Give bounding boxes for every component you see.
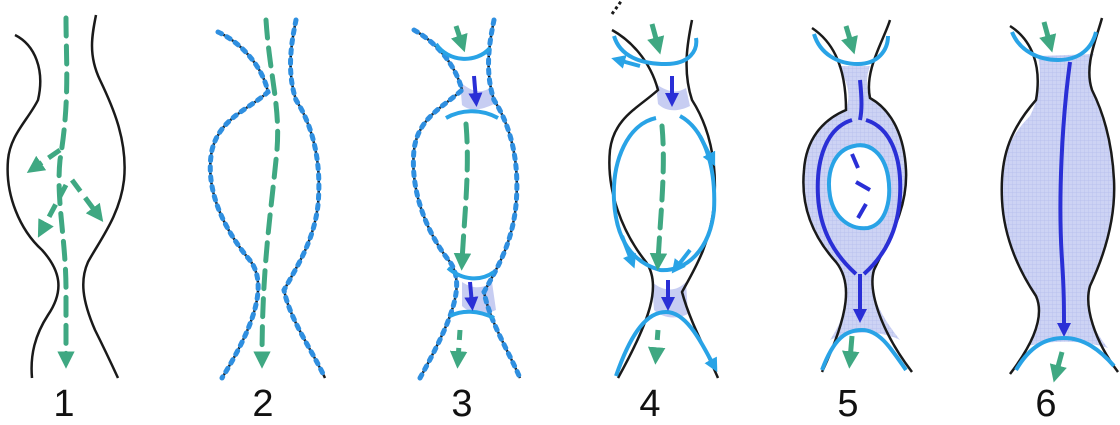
cave-wall-right <box>83 15 124 378</box>
panel-label-1: 1 <box>34 384 94 424</box>
water-fill <box>1002 54 1115 348</box>
cave-wall-left <box>8 35 59 378</box>
panel-4 <box>609 20 718 378</box>
panel-label-6: 6 <box>1016 384 1076 424</box>
seepage-right <box>484 20 520 378</box>
cave-wall-left <box>609 30 658 378</box>
flow-main <box>860 80 862 120</box>
panel-5 <box>803 20 912 372</box>
green-arrow <box>456 26 462 44</box>
panel-label-4: 4 <box>620 384 680 424</box>
panel-label-5: 5 <box>818 384 878 424</box>
panel-label-3: 3 <box>432 384 492 424</box>
panel-1 <box>8 15 125 378</box>
stream-bottom <box>616 312 714 376</box>
panel-label-2: 2 <box>233 384 293 424</box>
panel-6 <box>1002 18 1118 374</box>
green-arrow <box>850 336 852 360</box>
seepage-left <box>210 32 268 378</box>
flow-arrow <box>470 282 472 304</box>
green-arrow <box>652 24 658 46</box>
green-arrow <box>846 26 852 46</box>
groundwater-path <box>656 330 658 356</box>
groundwater-path <box>458 330 460 360</box>
seepage-right <box>284 20 325 378</box>
panel-3 <box>413 20 520 378</box>
branch-path <box>72 180 98 215</box>
green-arrow <box>1044 22 1050 44</box>
green-arrow <box>1056 352 1062 374</box>
seepage-left <box>413 30 462 378</box>
pool-ring <box>446 111 498 118</box>
groundwater-path <box>658 126 663 262</box>
branch-path <box>34 150 60 168</box>
flow-arrow <box>474 76 476 100</box>
artifact-mark <box>612 0 622 14</box>
groundwater-path <box>262 20 278 360</box>
panel-2 <box>210 20 325 378</box>
groundwater-path <box>462 124 467 262</box>
